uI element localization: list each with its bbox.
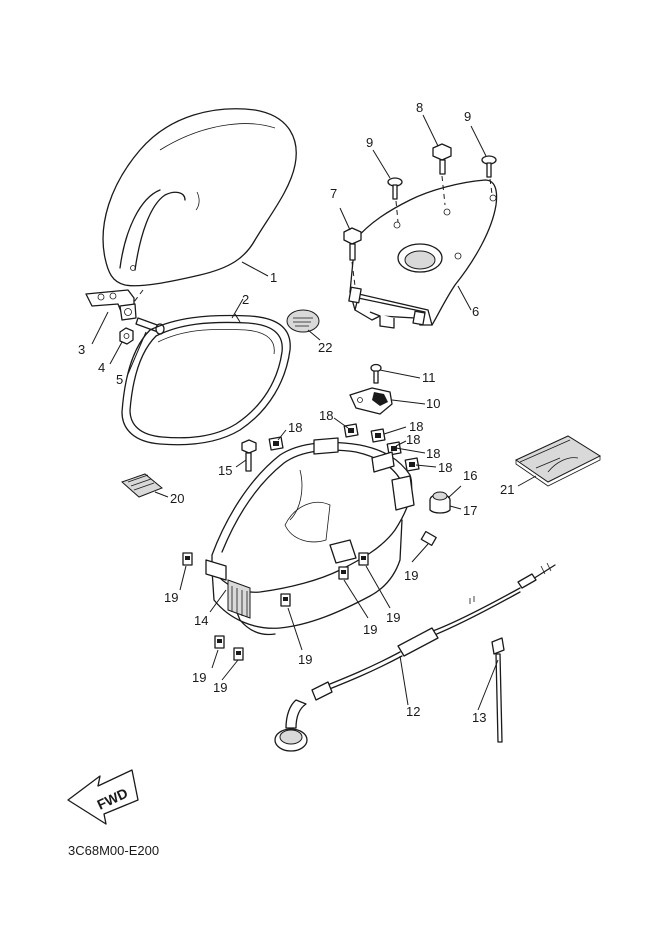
callout-18a: 18 (319, 408, 333, 423)
callout-12: 12 (406, 704, 420, 719)
callout-11: 11 (422, 370, 436, 385)
seat (102, 108, 297, 311)
lock-bracket (349, 387, 393, 415)
callout-19d: 19 (298, 652, 312, 667)
screw-9b (481, 155, 497, 195)
callout-22: 22 (318, 340, 332, 355)
callout-2: 2 (242, 292, 249, 307)
luggage-box (205, 437, 415, 636)
callout-4: 4 (98, 360, 105, 375)
callout-19f: 19 (386, 610, 400, 625)
cable-tie (491, 637, 505, 743)
callout-13: 13 (472, 710, 486, 725)
round-sticker (286, 309, 320, 333)
callout-21: 21 (500, 482, 514, 497)
callout-3: 3 (78, 342, 85, 357)
callout-7: 7 (330, 186, 337, 201)
clip-19 (182, 530, 437, 661)
label-sticker-20 (121, 473, 163, 498)
callout-20: 20 (170, 491, 184, 506)
callout-19a: 19 (164, 590, 178, 605)
callout-19b: 19 (192, 670, 206, 685)
callout-6: 6 (472, 304, 479, 319)
diagram-code: 3C68M00-E200 (68, 843, 160, 858)
callout-10: 10 (426, 396, 440, 411)
leader-lines (91, 114, 537, 711)
seat-seal (121, 313, 291, 446)
callout-18f: 18 (288, 420, 302, 435)
callout-18b: 18 (409, 419, 423, 434)
callout-8: 8 (416, 100, 423, 115)
fwd-arrow: FWD (67, 769, 139, 825)
grommet (429, 491, 451, 514)
callout-16: 16 (463, 468, 477, 483)
seat-lock-cable (274, 562, 556, 752)
callout-17: 17 (463, 503, 477, 518)
callout-18c: 18 (406, 432, 420, 447)
bolt-8 (432, 143, 452, 206)
callout-9a: 9 (366, 135, 373, 150)
owners-manual (514, 435, 602, 487)
callout-15: 15 (218, 463, 232, 478)
callout-18e: 18 (438, 460, 452, 475)
bolt-7 (343, 227, 362, 287)
callout-19e: 19 (363, 622, 377, 637)
callout-9b: 9 (464, 109, 471, 124)
callout-19g: 19 (404, 568, 418, 583)
callout-19c: 19 (213, 680, 227, 695)
callout-5: 5 (116, 372, 123, 387)
seat-hinge (85, 289, 137, 321)
bolt-11 (370, 363, 382, 384)
callout-14: 14 (194, 613, 208, 628)
rear-cover (348, 179, 498, 329)
callout-1: 1 (270, 270, 277, 285)
callout-18d: 18 (426, 446, 440, 461)
hinge-nut (119, 327, 134, 345)
screw-9a (387, 177, 403, 223)
callout-labels: 1 2 3 4 5 6 7 8 9 9 10 11 12 13 14 15 16… (78, 100, 514, 725)
bolt-15 (241, 439, 257, 472)
